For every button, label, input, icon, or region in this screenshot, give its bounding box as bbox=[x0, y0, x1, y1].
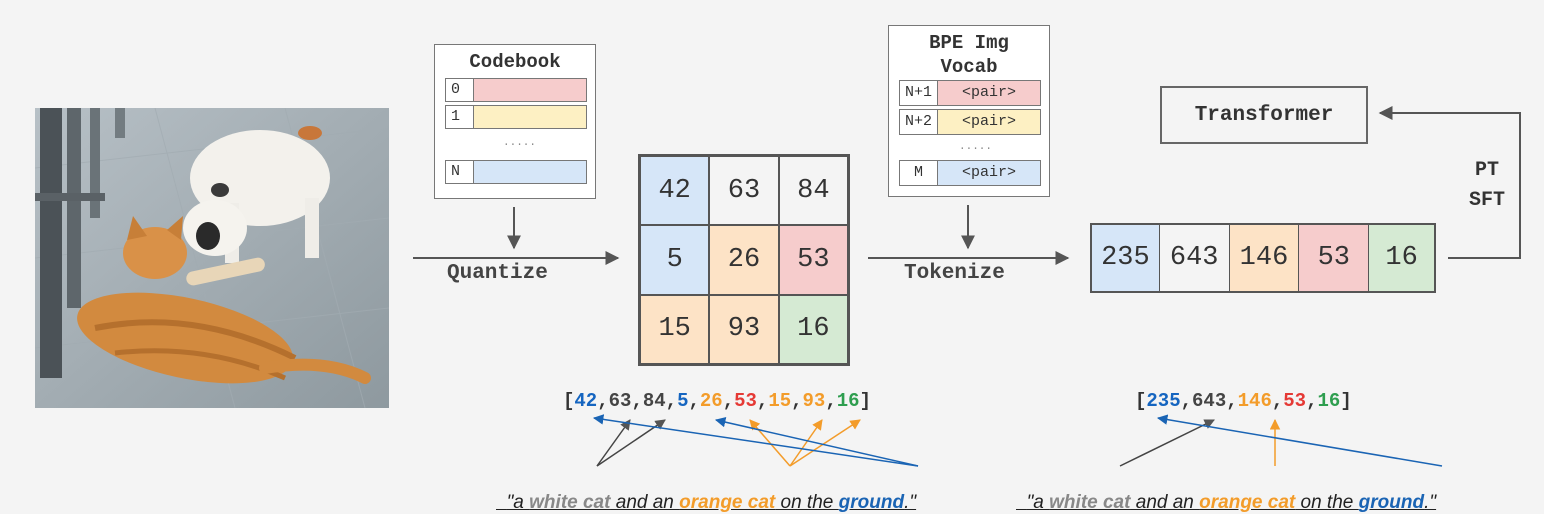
codebook-row-color bbox=[474, 161, 586, 183]
codebook-ellipsis: ..... bbox=[503, 137, 537, 149]
codebook-row-color bbox=[474, 79, 586, 101]
bpe-vocab-box: BPE Img Vocab N+1 <pair> N+2 <pair> ....… bbox=[888, 25, 1050, 197]
tokenize-label: Tokenize bbox=[904, 262, 1005, 285]
token: 15 bbox=[768, 390, 792, 412]
sequence-cell: 643 bbox=[1159, 225, 1230, 291]
token: 643 bbox=[1192, 390, 1227, 412]
token: 26 bbox=[699, 390, 723, 412]
sequence-cell: 53 bbox=[1299, 225, 1370, 291]
transformer-box: Transformer bbox=[1160, 86, 1368, 144]
bpe-row-m: M <pair> bbox=[899, 160, 1041, 186]
grid-cell: 16 bbox=[778, 294, 848, 364]
token: 53 bbox=[1283, 390, 1307, 412]
bpe-row-pair: <pair> bbox=[938, 81, 1040, 105]
cats-photo bbox=[35, 108, 389, 408]
caption-white-cat: white cat bbox=[1049, 492, 1131, 513]
codebook-row-1: 1 bbox=[445, 105, 587, 129]
bpe-title-line2: Vocab bbox=[940, 56, 998, 78]
caption-text: "a bbox=[506, 492, 530, 513]
caption-text: and an bbox=[1130, 492, 1200, 513]
token: 63 bbox=[608, 390, 632, 412]
caption-right: "a white cat and an orange cat on the gr… bbox=[1016, 470, 1437, 514]
sequence-cell: 235 bbox=[1092, 225, 1160, 291]
caption-text: on the bbox=[1295, 492, 1359, 513]
bpe-row-index: N+1 bbox=[900, 81, 938, 105]
bpe-row-n2: N+2 <pair> bbox=[899, 109, 1041, 135]
grid-cell: 42 bbox=[640, 156, 710, 226]
codebook-box: Codebook 0 1 ..... N bbox=[434, 44, 596, 199]
pt-sft-label: PT SFT bbox=[1452, 156, 1522, 216]
token: 16 bbox=[1317, 390, 1341, 412]
sequence-cell: 16 bbox=[1369, 225, 1434, 291]
grid-cell: 84 bbox=[778, 156, 848, 226]
quantize-label: Quantize bbox=[447, 262, 548, 285]
codebook-row-0: 0 bbox=[445, 78, 587, 102]
grid-cell: 63 bbox=[709, 156, 779, 226]
codebook-row-n: N bbox=[445, 160, 587, 184]
token-list-right: [235,643,146,53,16] bbox=[1135, 390, 1352, 412]
token-list-left: [42,63,84,5,26,53,15,93,16] bbox=[563, 390, 871, 412]
grid-cell: 93 bbox=[709, 294, 779, 364]
bpe-vocab-title: BPE Img Vocab bbox=[889, 31, 1049, 79]
token: 53 bbox=[734, 390, 757, 412]
sequence-cell: 146 bbox=[1229, 225, 1300, 291]
bpe-row-pair: <pair> bbox=[938, 161, 1040, 185]
token: 84 bbox=[642, 390, 666, 412]
codebook-title: Codebook bbox=[469, 51, 561, 73]
codebook-row-index: 0 bbox=[446, 79, 474, 101]
codebook-row-index: N bbox=[446, 161, 474, 183]
grid-cell: 26 bbox=[709, 225, 779, 295]
caption-text: on the bbox=[775, 492, 839, 513]
caption-text: ." bbox=[904, 492, 917, 513]
token: 5 bbox=[677, 390, 689, 412]
token: 146 bbox=[1237, 390, 1272, 412]
bpe-row-n1: N+1 <pair> bbox=[899, 80, 1041, 106]
caption-white-cat: white cat bbox=[529, 492, 611, 513]
grid-cell: 5 bbox=[640, 225, 710, 295]
token: 16 bbox=[836, 390, 860, 412]
token: 42 bbox=[574, 390, 598, 412]
caption-orange-cat: orange cat bbox=[679, 492, 776, 513]
caption-orange-cat: orange cat bbox=[1199, 492, 1296, 513]
caption-ground: ground bbox=[1358, 492, 1425, 513]
token: 93 bbox=[802, 390, 826, 412]
caption-text: and an bbox=[610, 492, 680, 513]
bpe-row-index: M bbox=[900, 161, 938, 185]
codebook-row-color bbox=[474, 106, 586, 128]
caption-left: "a white cat and an orange cat on the gr… bbox=[496, 470, 917, 514]
sft-label: SFT bbox=[1468, 189, 1505, 212]
pt-label: PT bbox=[1474, 159, 1499, 182]
codebook-row-index: 1 bbox=[446, 106, 474, 128]
bpe-title-line1: BPE Img bbox=[929, 32, 1009, 54]
bpe-ellipsis: ..... bbox=[959, 141, 993, 153]
caption-text: ." bbox=[1424, 492, 1437, 513]
grid-cell: 15 bbox=[640, 294, 710, 364]
token: 235 bbox=[1146, 390, 1181, 412]
caption-text: "a bbox=[1026, 492, 1050, 513]
caption-ground: ground bbox=[838, 492, 905, 513]
grid-cell: 53 bbox=[778, 225, 848, 295]
bpe-row-index: N+2 bbox=[900, 110, 938, 134]
arrow-to-transformer bbox=[1378, 106, 1521, 259]
bpe-row-pair: <pair> bbox=[938, 110, 1040, 134]
